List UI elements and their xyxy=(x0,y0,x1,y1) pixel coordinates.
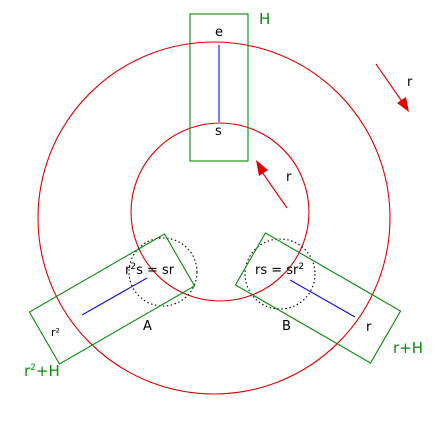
label-b: B xyxy=(282,319,291,334)
label-r-plus-h: r+H xyxy=(393,339,423,357)
label-s: s xyxy=(215,124,222,139)
outer-circle xyxy=(37,41,391,395)
label-r2-plus-h: r2+H xyxy=(24,362,60,380)
dotted-circle-b xyxy=(244,238,316,310)
label-rs-equals-sr2: rs = sr2 xyxy=(255,262,304,278)
edge-a xyxy=(81,277,148,316)
label-r-inner-arrow: r xyxy=(286,170,292,185)
box-h xyxy=(189,13,249,162)
label-e: e xyxy=(215,25,223,40)
arrow-r-outer xyxy=(375,63,409,112)
arrow-r-inner xyxy=(256,160,288,209)
box-r2h xyxy=(28,233,196,365)
dotted-circle-a xyxy=(128,237,198,307)
box-rh xyxy=(234,232,402,364)
label-r2-box: r² xyxy=(51,326,60,339)
label-h: H xyxy=(259,10,270,28)
label-a: A xyxy=(143,319,152,334)
edge-b xyxy=(289,279,356,318)
label-r-top-right: r xyxy=(407,75,413,90)
label-r2s-equals-sr: r2s = sr xyxy=(125,262,175,278)
inner-circle xyxy=(130,122,310,302)
label-r-box-right: r xyxy=(366,320,372,335)
